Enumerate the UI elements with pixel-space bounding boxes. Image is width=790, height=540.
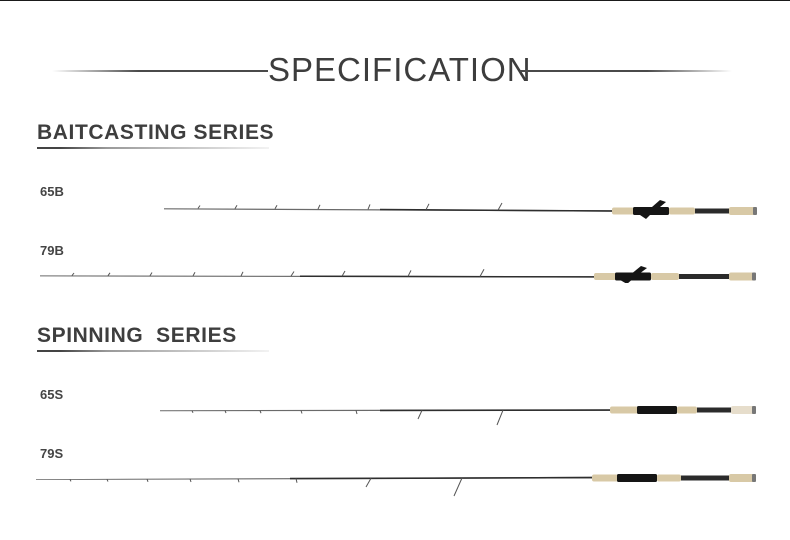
fore-grip <box>610 406 638 414</box>
butt-cap <box>752 474 756 482</box>
header-rule-left <box>52 70 268 72</box>
specification-header: SPECIFICATION <box>0 48 790 92</box>
rod-row-65s: 65S <box>0 387 790 427</box>
fore-grip <box>592 474 618 482</box>
series-title: BAITCASTING SERIES <box>37 121 275 144</box>
butt-section <box>681 475 729 481</box>
butt-section <box>679 274 729 279</box>
series-title: SPINNING SERIES <box>37 324 237 347</box>
rear-grip <box>651 273 679 280</box>
rod-guides <box>197 202 503 211</box>
rod-guides <box>191 410 504 426</box>
rod-label: 65S <box>40 387 64 402</box>
butt-grip <box>729 272 754 281</box>
rod-label: 79S <box>40 446 64 461</box>
rod-butt-section <box>299 275 597 278</box>
page-title: SPECIFICATION <box>268 51 532 88</box>
trigger <box>640 215 650 219</box>
fore-grip <box>612 207 634 215</box>
butt-grip <box>729 207 755 215</box>
butt-grip <box>729 474 754 482</box>
rear-grip <box>677 406 697 414</box>
rear-grip <box>669 207 695 215</box>
butt-section <box>695 208 729 214</box>
reel-seat <box>617 474 657 482</box>
fore-grip <box>594 273 616 280</box>
rod-row-65b: 65B <box>0 184 790 224</box>
rod-65s-image <box>160 406 756 426</box>
rod-butt-section <box>379 208 615 212</box>
trigger <box>621 280 631 283</box>
rod-79b-image <box>40 266 756 283</box>
rod-65b-image <box>164 200 757 219</box>
rod-guides <box>69 477 463 497</box>
rod-butt-section <box>289 476 595 480</box>
trigger-hook <box>633 266 647 273</box>
reel-seat <box>633 207 669 215</box>
rod-row-79b: 79B <box>0 243 790 283</box>
reel-seat <box>637 406 677 414</box>
rod-row-79s: 79S <box>0 446 790 497</box>
butt-grip <box>731 406 755 414</box>
series-underline <box>37 350 269 352</box>
butt-section <box>697 407 731 413</box>
header-rule-right <box>520 70 732 72</box>
rod-label: 65B <box>40 184 64 199</box>
butt-cap <box>753 207 757 215</box>
reel-seat <box>615 272 651 281</box>
rear-grip <box>657 474 681 482</box>
butt-cap <box>752 272 756 281</box>
trigger-hook <box>652 200 666 207</box>
top-border-line <box>0 0 790 1</box>
rod-label: 79B <box>40 243 64 258</box>
rod-79s-image <box>36 474 756 497</box>
rod-guides <box>71 268 485 277</box>
series-underline <box>37 147 269 149</box>
butt-cap <box>752 406 756 414</box>
